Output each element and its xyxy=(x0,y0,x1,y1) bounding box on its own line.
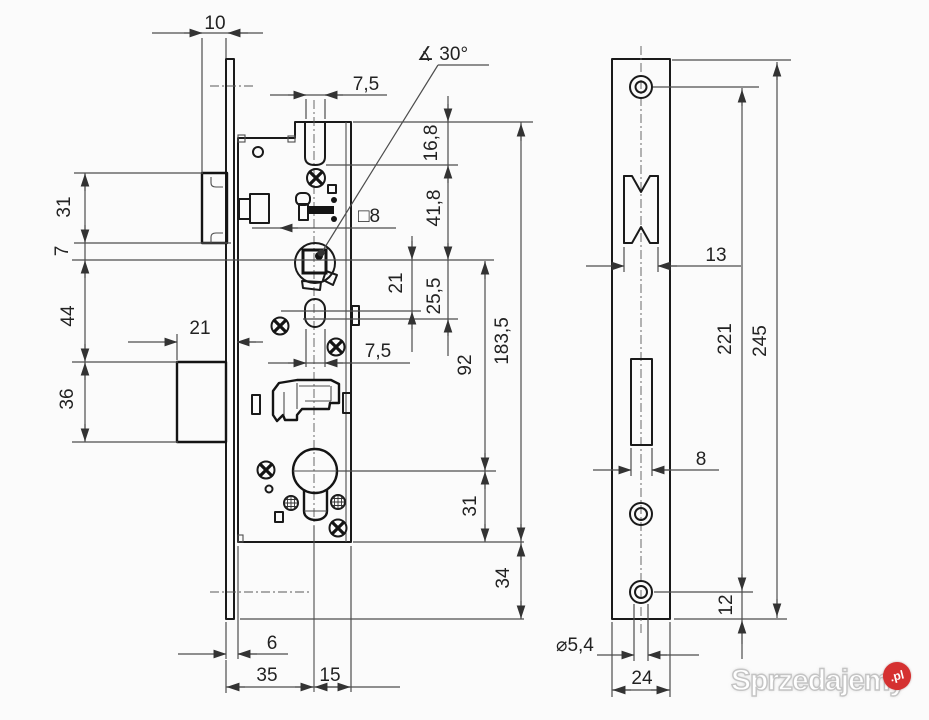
dim-case-to-plate-bottom: 34 xyxy=(493,567,514,589)
small-square-hole xyxy=(274,511,284,523)
deadbolt-cutout xyxy=(630,358,653,446)
handle-follower xyxy=(294,242,338,291)
latch-cutout xyxy=(623,175,659,244)
angle-leader-dot xyxy=(317,249,325,257)
dim-latch-height: 31 xyxy=(54,196,75,217)
latch-tail xyxy=(238,193,270,224)
detent-bar xyxy=(307,206,334,214)
dim-top-slot-width: 7,5 xyxy=(353,74,379,95)
rivet-dot xyxy=(331,216,337,222)
dim-faceplate-offset: 10 xyxy=(204,13,225,34)
dim-center-to-back: 15 xyxy=(319,665,340,686)
dim-slot-to-center: 41,8 xyxy=(424,190,445,227)
deadbolt xyxy=(175,360,228,444)
middle-screw-hole xyxy=(629,502,653,526)
left-view-dimensions: 10 7,5 ∡ 30° □8 31 7 44 36 21 xyxy=(52,13,533,693)
right-front-view xyxy=(611,46,671,636)
phillips-screw-mid-right xyxy=(326,337,346,357)
dim-spindle-square: □8 xyxy=(358,206,380,227)
left-side-view xyxy=(175,58,360,692)
spindle-square-hole xyxy=(301,248,328,275)
dim-backset: 35 xyxy=(256,665,277,686)
dim-plate-length: 245 xyxy=(750,325,771,357)
dim-case-height: 183,5 xyxy=(492,317,513,365)
phillips-screw-top xyxy=(306,168,326,188)
dim-chamfer-angle: ∡ 30° xyxy=(417,44,468,65)
lock-case xyxy=(237,121,352,543)
deadbolt-cam xyxy=(251,305,360,423)
faceplate-side xyxy=(225,58,235,620)
dim-plate-to-case: 6 xyxy=(267,633,278,654)
dim-lower-slot-width: 7,5 xyxy=(365,341,391,362)
latch-bolt xyxy=(200,171,229,245)
phillips-screw-mid-left xyxy=(270,316,290,336)
right-view-dimensions: 13 8 ⌀5,4 24 221 12 245 xyxy=(556,59,791,697)
dim-deadbolt-throw: 21 xyxy=(189,318,210,339)
dim-centre-distance: 92 xyxy=(455,354,476,375)
dim-deadbolt-height: 36 xyxy=(57,388,78,409)
dim-deadbolt-opening-width: 8 xyxy=(696,449,707,470)
dim-screw-hole-spacing: 221 xyxy=(715,323,736,355)
top-guide-slot xyxy=(304,121,326,166)
bottom-screw-hole xyxy=(629,580,653,604)
oval-slot xyxy=(304,298,326,328)
dim-latch-opening-width: 13 xyxy=(705,245,726,266)
phillips-screw-cylinder-left xyxy=(256,460,276,480)
pin-hole xyxy=(252,146,264,158)
crosshatch-hole-right xyxy=(330,494,346,510)
dim-hole-to-plate-end: 12 xyxy=(716,594,737,615)
small-square-stud xyxy=(327,184,337,194)
dim-cylinder-to-case-bottom: 31 xyxy=(460,495,481,516)
tiny-hole xyxy=(264,484,274,494)
handle-spring-detent xyxy=(295,192,334,221)
euro-cylinder-hole xyxy=(291,447,339,522)
phillips-screw-bottom xyxy=(328,518,348,538)
dim-screw-hole-diameter: ⌀5,4 xyxy=(556,635,594,656)
crosshatch-hole-left xyxy=(283,495,299,511)
top-screw-hole xyxy=(629,75,653,99)
rivet-dot xyxy=(331,197,337,203)
dim-center-to-hole-top: 21 xyxy=(386,272,407,293)
dim-plate-width: 24 xyxy=(631,668,653,689)
dim-center-to-hole-bottom: 25,5 xyxy=(424,278,445,315)
dim-center-to-deadbolt: 44 xyxy=(58,305,79,327)
dim-top-to-slot: 16,8 xyxy=(421,125,442,162)
dim-latch-to-center: 7 xyxy=(52,246,73,257)
